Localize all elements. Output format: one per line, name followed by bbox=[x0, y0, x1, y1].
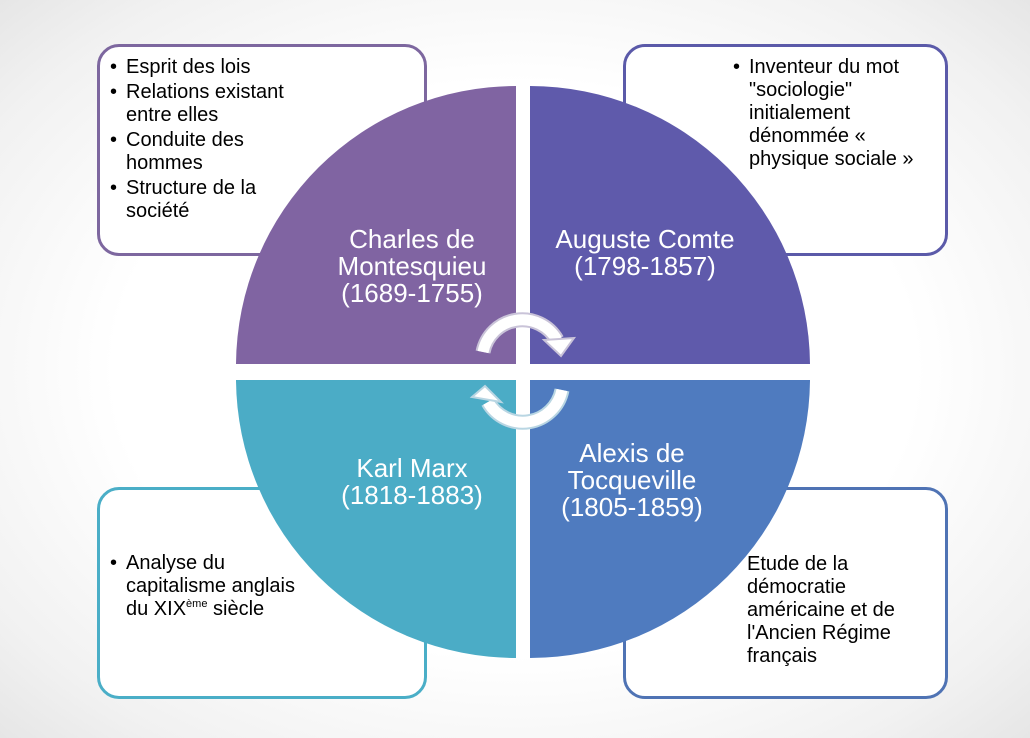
segment-tocqueville bbox=[530, 380, 810, 659]
label-tocqueville: Alexis de Tocqueville (1805-1859) bbox=[561, 438, 703, 522]
list-comte: Inventeur du mot "sociologie" initialeme… bbox=[733, 56, 938, 173]
label-marx: Karl Marx (1818-1883) bbox=[341, 453, 483, 510]
list-item: Analyse du capitalisme anglais du XIXème… bbox=[110, 552, 315, 621]
text-tocqueville: Etude de la démocratie américaine et de … bbox=[747, 553, 895, 667]
segment-montesquieu bbox=[236, 86, 516, 364]
circular-arrows-icon bbox=[469, 312, 577, 430]
label-comte: Auguste Comte (1798-1857) bbox=[555, 224, 735, 281]
list-item: Structure de la société bbox=[110, 177, 315, 223]
label-montesquieu: Charles de Montesquieu (1689-1755) bbox=[337, 224, 487, 308]
superscript: ème bbox=[186, 598, 208, 610]
list-marx: Analyse du capitalisme anglais du XIXème… bbox=[110, 552, 315, 623]
segment-marx bbox=[236, 380, 516, 658]
list-item-text-end: siècle bbox=[207, 598, 265, 620]
list-item: Conduite des hommes bbox=[110, 129, 315, 175]
list-item: Inventeur du mot "sociologie" initialeme… bbox=[733, 56, 938, 171]
list-montesquieu: Esprit des lois Relations existant entre… bbox=[110, 56, 315, 225]
list-item: Relations existant entre elles bbox=[110, 81, 315, 127]
list-item: Esprit des lois bbox=[110, 56, 315, 79]
list-item-text: Analyse du capitalisme anglais du XIX bbox=[126, 552, 295, 620]
segment-comte bbox=[530, 86, 810, 364]
